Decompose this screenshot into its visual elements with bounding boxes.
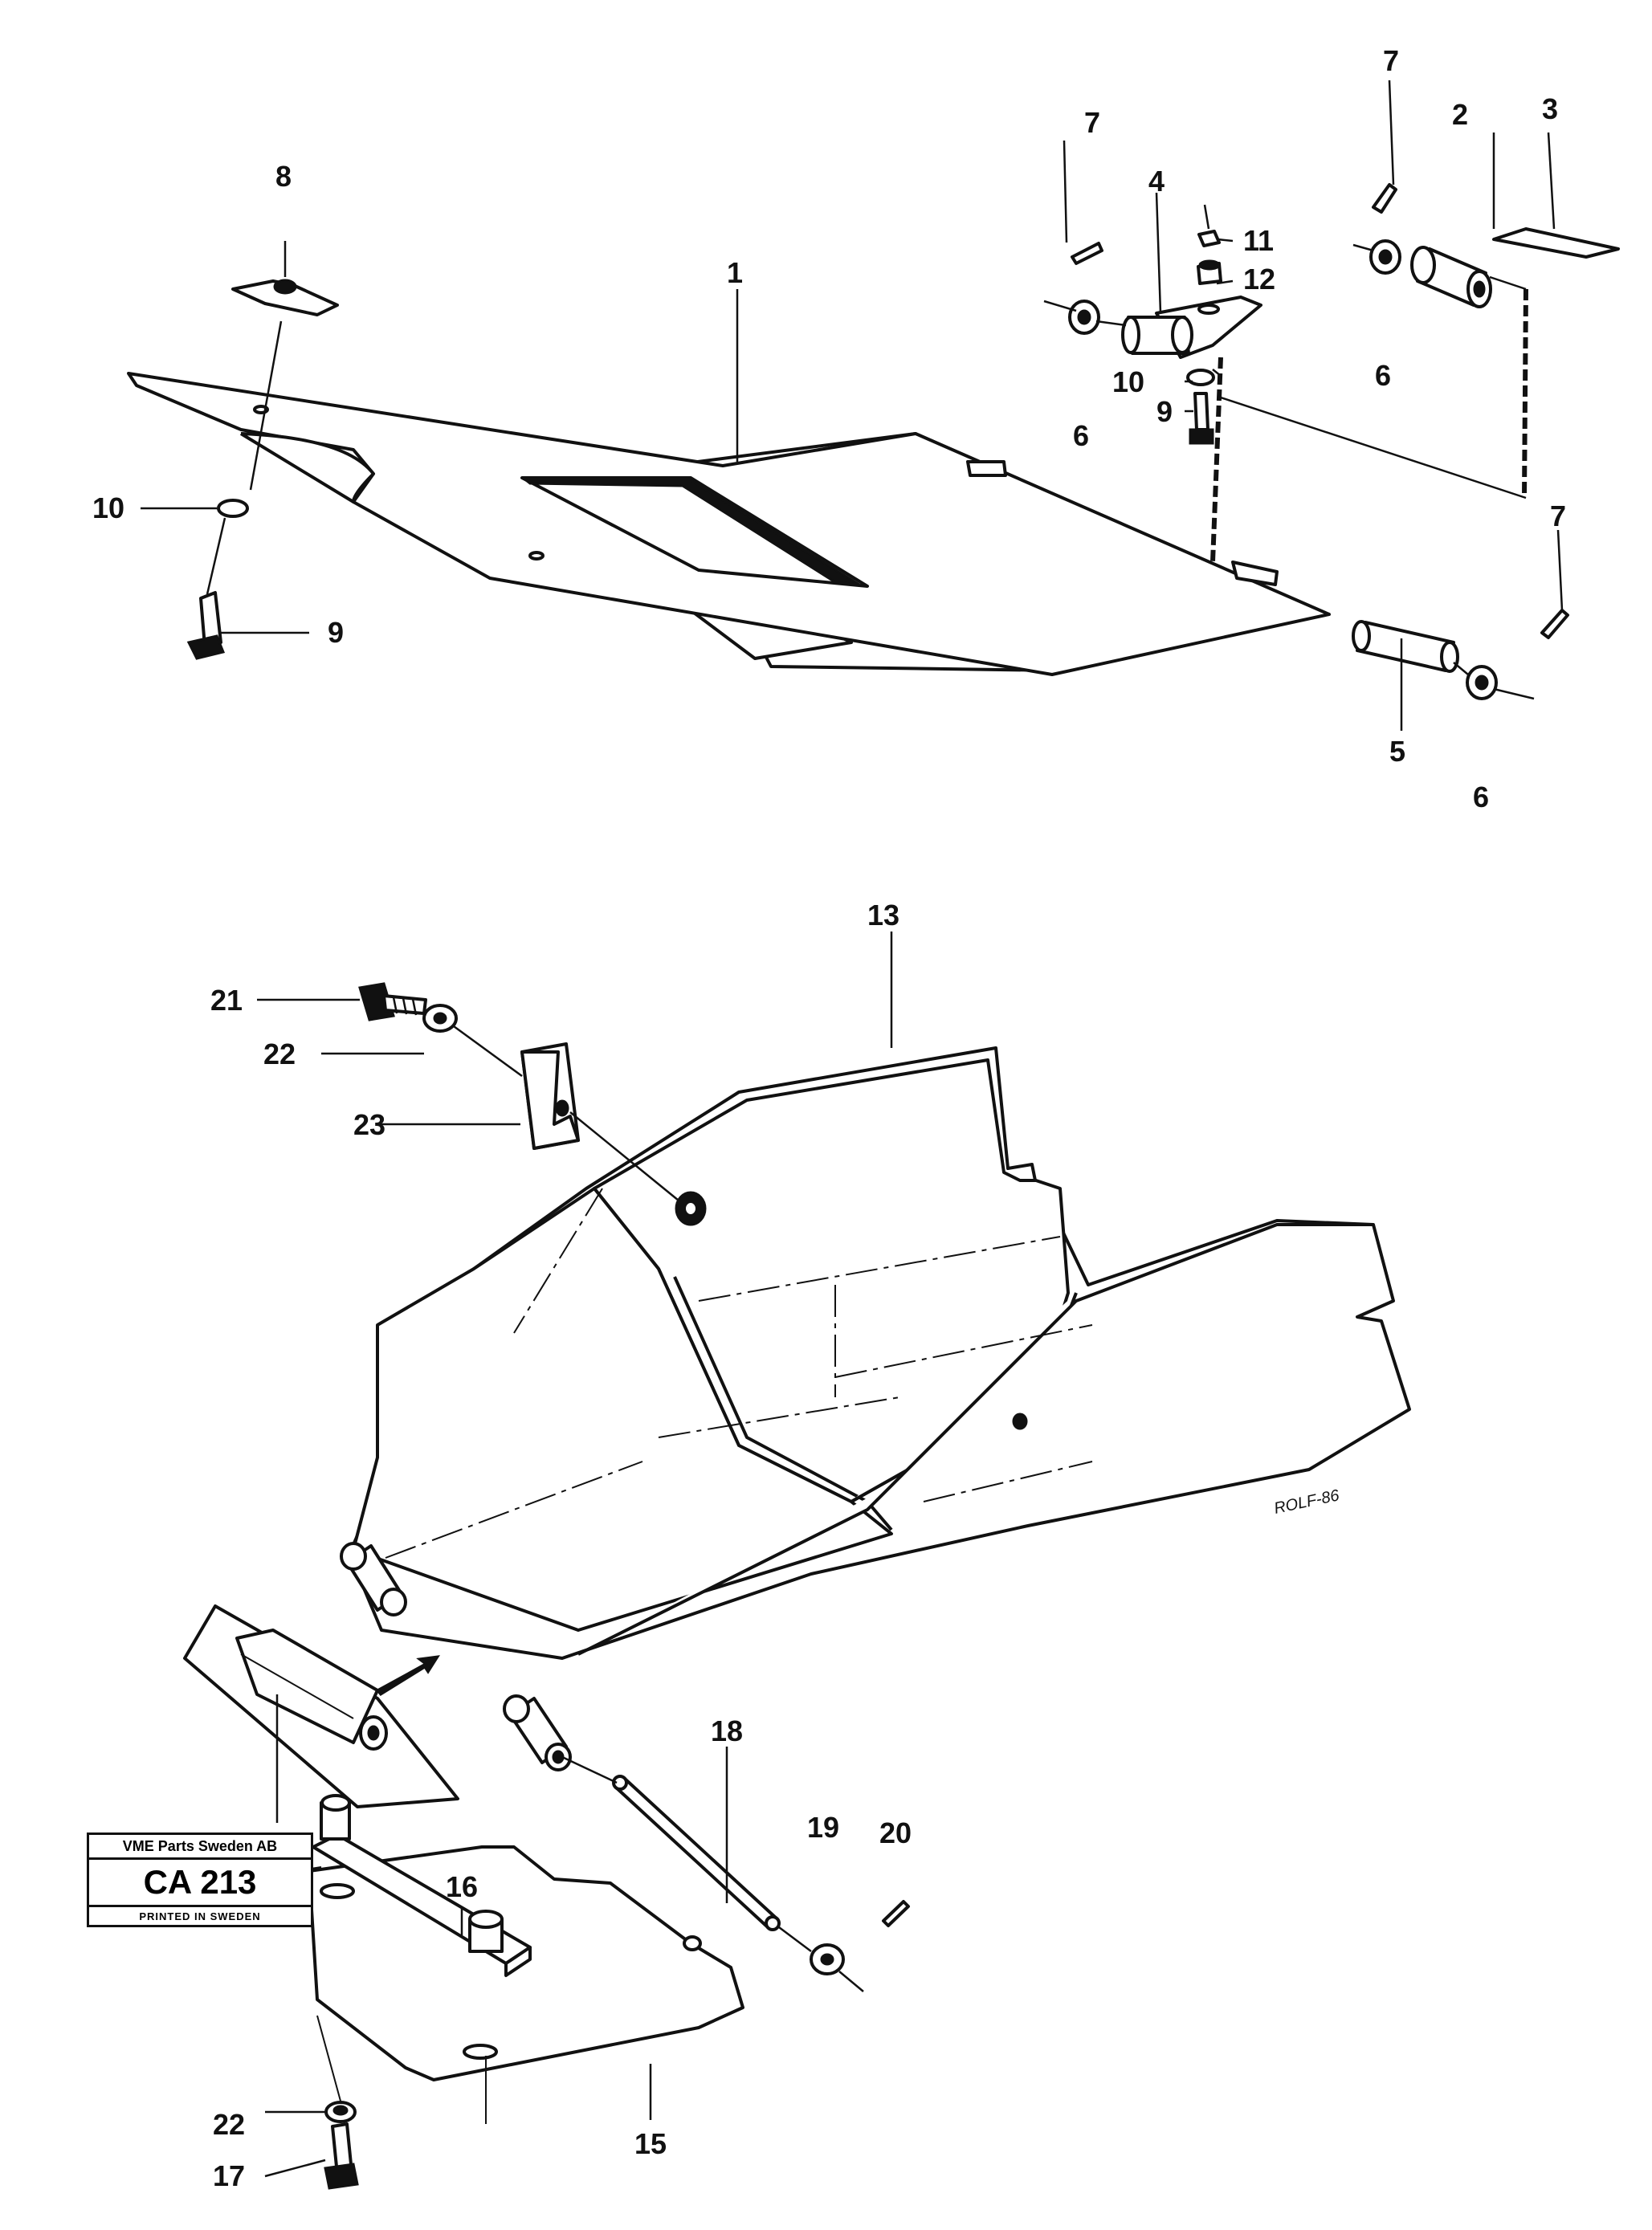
callout-23: 23 bbox=[353, 1108, 385, 1141]
hinge-bracket-part-14 bbox=[183, 1604, 459, 1808]
callout-8: 8 bbox=[275, 160, 292, 193]
bolt-part-21 bbox=[358, 982, 427, 1021]
drafter-signature: ROLF-86 bbox=[1272, 1486, 1341, 1518]
cotter-pin-part-7-a bbox=[1071, 242, 1103, 265]
cotter-pin-part-7-b bbox=[1372, 183, 1397, 214]
publisher-stamp: VME Parts Sweden AB CA 213 PRINTED IN SW… bbox=[87, 1833, 313, 1927]
washer-part-19 bbox=[778, 1926, 864, 1992]
clip-part-23 bbox=[520, 1042, 580, 1150]
callout-11: 11 bbox=[1243, 224, 1274, 257]
callout-2: 2 bbox=[1452, 98, 1468, 131]
hinge-block-part-4 bbox=[1121, 296, 1262, 359]
callout-3: 3 bbox=[1542, 92, 1558, 125]
callout-7-c: 7 bbox=[1550, 499, 1566, 532]
upper-leader-lines bbox=[1043, 204, 1535, 700]
frame-part-13 bbox=[340, 1046, 1411, 1771]
callout-9-b: 9 bbox=[1156, 395, 1173, 428]
stamp-code: CA 213 bbox=[89, 1860, 311, 1907]
cotter-pin-part-7-c bbox=[1540, 609, 1569, 639]
callout-leaders bbox=[141, 79, 1564, 2178]
callout-5: 5 bbox=[1389, 735, 1405, 768]
washer-part-6-c bbox=[1466, 665, 1498, 700]
shim-part-3 bbox=[1492, 227, 1620, 259]
callout-18: 18 bbox=[711, 1714, 743, 1747]
leader-plate-17 bbox=[316, 2015, 342, 2105]
callout-4: 4 bbox=[1148, 165, 1165, 198]
callout-21: 21 bbox=[210, 984, 243, 1017]
washer-part-10-right bbox=[1186, 369, 1215, 386]
callout-13: 13 bbox=[867, 899, 899, 932]
callout-15: 15 bbox=[634, 2127, 667, 2160]
washer-part-22-upper bbox=[422, 1004, 458, 1033]
washer-part-10-left bbox=[217, 499, 249, 518]
bar-part-16 bbox=[312, 1794, 532, 1977]
plate-part-15 bbox=[256, 1845, 744, 2081]
callout-17: 17 bbox=[213, 2159, 245, 2192]
callout-7-a: 7 bbox=[1084, 106, 1100, 139]
nut-part-11 bbox=[1197, 230, 1221, 247]
callout-6-b: 6 bbox=[1375, 359, 1391, 392]
callout-7-b: 7 bbox=[1383, 44, 1399, 77]
spacer-part-12 bbox=[1197, 259, 1222, 285]
callout-10-a: 10 bbox=[92, 491, 124, 524]
callout-22-b: 22 bbox=[213, 2108, 245, 2141]
washer-part-6-b bbox=[1369, 239, 1401, 275]
bolt-part-9-left bbox=[186, 517, 226, 660]
washer-part-6-a bbox=[1068, 300, 1100, 335]
bolt-part-17 bbox=[324, 2122, 359, 2190]
callout-6-a: 6 bbox=[1073, 419, 1089, 452]
assembly-direction-arrow bbox=[375, 1655, 440, 1696]
callout-22-a: 22 bbox=[263, 1038, 296, 1070]
callout-12: 12 bbox=[1243, 263, 1275, 296]
leader-23-frame bbox=[569, 1111, 679, 1201]
stamp-printed: PRINTED IN SWEDEN bbox=[139, 1910, 261, 1922]
callout-6-c: 6 bbox=[1473, 781, 1489, 813]
bolt-part-9-right bbox=[1189, 392, 1214, 445]
callout-10-b: 10 bbox=[1112, 365, 1144, 398]
cover-plate-assembly bbox=[127, 372, 1331, 676]
callout-1: 1 bbox=[727, 256, 743, 289]
callout-16: 16 bbox=[446, 1870, 478, 1903]
rod-part-18 bbox=[561, 1755, 781, 1931]
wing-bracket-part-8 bbox=[231, 241, 339, 491]
leader-21-22-23 bbox=[453, 1025, 523, 1078]
cotter-pin-part-20 bbox=[882, 1900, 910, 1927]
washer-part-22-lower bbox=[324, 2101, 357, 2123]
callout-9-a: 9 bbox=[328, 616, 344, 649]
callout-19: 19 bbox=[807, 1811, 839, 1844]
callout-20: 20 bbox=[879, 1816, 912, 1849]
stamp-company: VME Parts Sweden AB bbox=[89, 1835, 311, 1860]
pin-part-5 bbox=[1352, 620, 1459, 673]
sleeve-part-2 bbox=[1410, 246, 1492, 308]
